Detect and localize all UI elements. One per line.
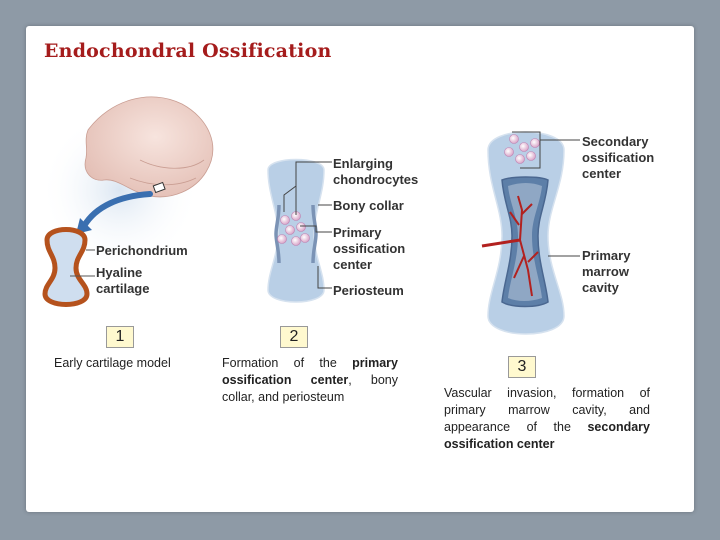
- bone-stage3: [487, 131, 565, 335]
- caption-stage-2-part1: Formation of the: [222, 356, 353, 370]
- label-secondary-ossification-center: Secondary ossification center: [582, 134, 655, 181]
- label-bony-collar: Bony collar: [333, 198, 404, 213]
- blood-vessels: [481, 195, 539, 297]
- step-badge-3: 3: [508, 356, 536, 378]
- step-badge-1: 1: [106, 326, 134, 348]
- stage3-chondrocytes: [504, 134, 540, 164]
- caption-stage-3-bold: secondary ossification center: [444, 420, 650, 451]
- caption-stage-2: Formation of the primary ossification ce…: [222, 355, 398, 406]
- caption-stage-3-part1: Vascular invasion, formation of primary …: [444, 386, 650, 434]
- stage2-leaders: [283, 161, 332, 289]
- caption-stage-3: Vascular invasion, formation of primary …: [444, 385, 650, 453]
- label-perichondrium: Perichondrium: [96, 243, 188, 258]
- caption-stage-2-bold: primary ossification center: [222, 356, 398, 387]
- step-badge-2: 2: [280, 326, 308, 348]
- stage3-leaders: [512, 131, 580, 257]
- label-periosteum: Periosteum: [333, 283, 404, 298]
- cartilage-model: [42, 227, 90, 307]
- label-hyaline-cartilage: Hyaline cartilage: [96, 265, 150, 296]
- bone-stage2: [267, 158, 325, 303]
- stage2-chondrocytes: [277, 211, 310, 246]
- caption-stage-1: Early cartilage model: [54, 356, 171, 370]
- caption-stage-2-part2: , bony collar, and periosteum: [222, 373, 398, 404]
- slide-title: Endochondral Ossification: [44, 40, 332, 62]
- label-primary-marrow-cavity: Primary marrow cavity: [582, 248, 631, 295]
- label-enlarging-chondrocytes: Enlarging chondrocytes: [333, 156, 419, 187]
- label-primary-ossification-center: Primary ossification center: [333, 225, 406, 272]
